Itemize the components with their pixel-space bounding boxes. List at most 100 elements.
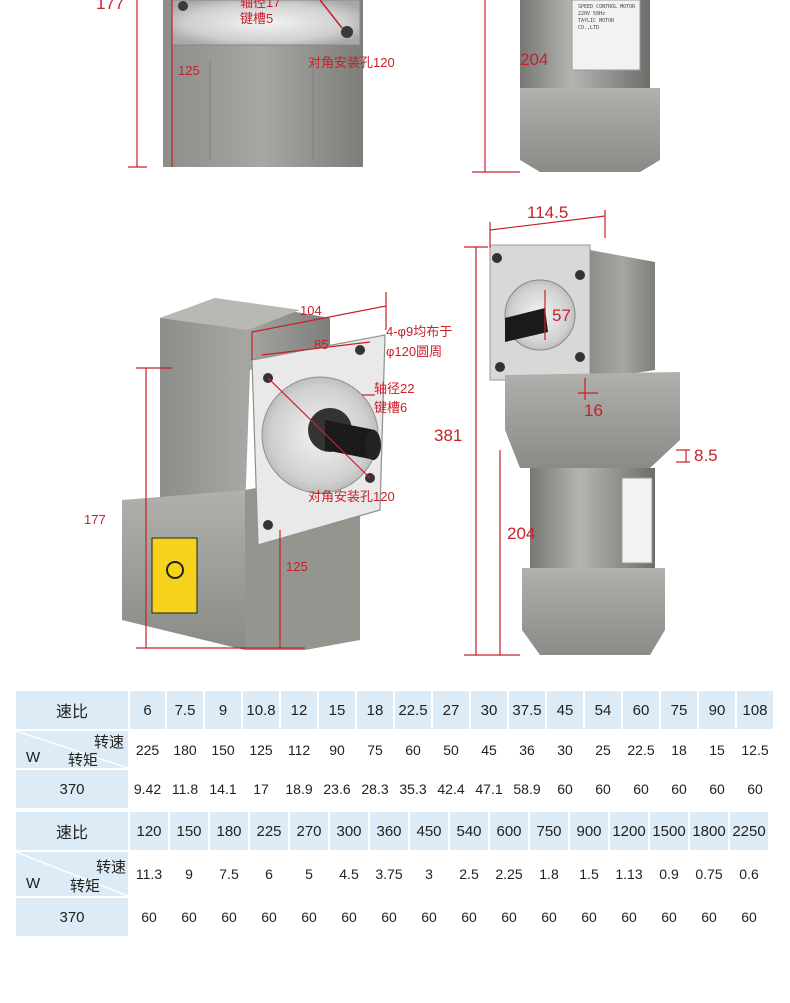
torque-cell: 60 [650, 898, 688, 936]
ratio-cell: 22.5 [395, 691, 431, 729]
speed-cell: 0.9 [650, 852, 688, 896]
ratio-cell: 37.5 [509, 691, 545, 729]
dim-204: 204 [507, 524, 536, 543]
dim-177-top: 177 [96, 0, 125, 13]
ratio-label: 速比 [16, 691, 128, 729]
speed-cell: 0.6 [730, 852, 768, 896]
torque-cell: 60 [490, 898, 528, 936]
ratio-cell: 54 [585, 691, 621, 729]
torque-cell: 60 [530, 898, 568, 936]
ratio-cell: 600 [490, 812, 528, 850]
speed-cell: 4.5 [330, 852, 368, 896]
dim-125: 125 [286, 559, 308, 574]
dim-204-top: 204 [520, 50, 549, 69]
torque-cell: 60 [330, 898, 368, 936]
product-drawings: 177 轴径17 键槽5 125 对角安装孔120 204 SPEED CONT… [84, 0, 718, 656]
ratio-cell: 540 [450, 812, 488, 850]
torque-cell: 47.1 [471, 770, 507, 808]
diagonal-hole-label-top: 对角安装孔120 [308, 55, 395, 70]
speed-cell: 45 [471, 731, 507, 768]
torque-cell: 60 [730, 898, 768, 936]
speed-cell: 7.5 [210, 852, 248, 896]
ratio-label: 速比 [16, 812, 128, 850]
ratio-cell: 1500 [650, 812, 688, 850]
dim-381: 381 [434, 426, 463, 445]
torque-cell: 60 [623, 770, 659, 808]
dim-16: 16 [584, 401, 603, 420]
gearbox-illustrations [122, 0, 690, 656]
speed-cell: 60 [395, 731, 431, 768]
ratio-cell: 108 [737, 691, 773, 729]
speed-cell: 25 [585, 731, 621, 768]
middle-right-gearmotor [464, 210, 690, 656]
torque-cell: 42.4 [433, 770, 469, 808]
speed-cell: 2.25 [490, 852, 528, 896]
speed-torque-header: 转速 转矩 W [16, 852, 128, 896]
ratio-cell: 15 [319, 691, 355, 729]
speed-cell: 18 [661, 731, 697, 768]
ratio-cell: 900 [570, 812, 608, 850]
key-slot-label-top: 键槽5 [240, 11, 274, 26]
speed-cell: 225 [130, 731, 165, 768]
speed-cell: 1.13 [610, 852, 648, 896]
ratio-cell: 75 [661, 691, 697, 729]
speed-cell: 180 [167, 731, 203, 768]
diagonal-hole-label: 对角安装孔120 [308, 489, 395, 504]
speed-cell: 1.8 [530, 852, 568, 896]
top-right-motor [472, 0, 660, 173]
w-label: W [26, 875, 41, 892]
ratio-cell: 9 [205, 691, 241, 729]
ratio-cell: 120 [130, 812, 168, 850]
ratio-cell: 1200 [610, 812, 648, 850]
torque-cell: 58.9 [509, 770, 545, 808]
ratio-cell: 7.5 [167, 691, 203, 729]
nameplate: SPEED CONTROL MOTOR 220V 50Hz TAYLIC MOT… [578, 4, 636, 32]
header-diagonal [16, 731, 128, 768]
power-label: 370 [16, 770, 128, 808]
speed-cell: 5 [290, 852, 328, 896]
w-label: W [26, 749, 41, 766]
speed-cell: 150 [205, 731, 241, 768]
torque-cell: 60 [410, 898, 448, 936]
speed-cell: 1.5 [570, 852, 608, 896]
torque-cell: 18.9 [281, 770, 317, 808]
torque-cell: 9.42 [130, 770, 165, 808]
torque-cell: 60 [699, 770, 735, 808]
torque-cell: 60 [661, 770, 697, 808]
ratio-cell: 10.8 [243, 691, 279, 729]
torque-cell: 17 [243, 770, 279, 808]
torque-cell: 60 [130, 898, 168, 936]
ratio-cell: 180 [210, 812, 248, 850]
ratio-cell: 360 [370, 812, 408, 850]
middle-left-gearbox [122, 292, 387, 650]
nameplate-line-3: TAYLIC MOTOR CO.,LTD [578, 18, 615, 31]
speed-cell: 12.5 [737, 731, 773, 768]
speed-cell: 3 [410, 852, 448, 896]
speed-torque-header: 转速 转矩 W [16, 731, 128, 769]
torque-cell: 60 [210, 898, 248, 936]
shaft-diameter-label-top: 轴径17 [240, 0, 281, 10]
torque-cell: 60 [547, 770, 583, 808]
speed-cell: 125 [243, 731, 279, 768]
speed-cell: 30 [547, 731, 583, 768]
torque-cell: 23.6 [319, 770, 355, 808]
ratio-cell: 45 [547, 691, 583, 729]
ratio-cell: 270 [290, 812, 328, 850]
power-label: 370 [16, 898, 128, 936]
shaft-diameter-label: 轴径22 [374, 381, 415, 396]
dim-85: 85 [314, 337, 329, 352]
ratio-cell: 30 [471, 691, 507, 729]
dim-57: 57 [552, 306, 571, 325]
ratio-cell: 18 [357, 691, 393, 729]
dim-114-5: 114.5 [527, 203, 569, 222]
ratio-cell: 6 [130, 691, 165, 729]
ratio-cell: 150 [170, 812, 208, 850]
dim-104: 104 [300, 303, 322, 318]
